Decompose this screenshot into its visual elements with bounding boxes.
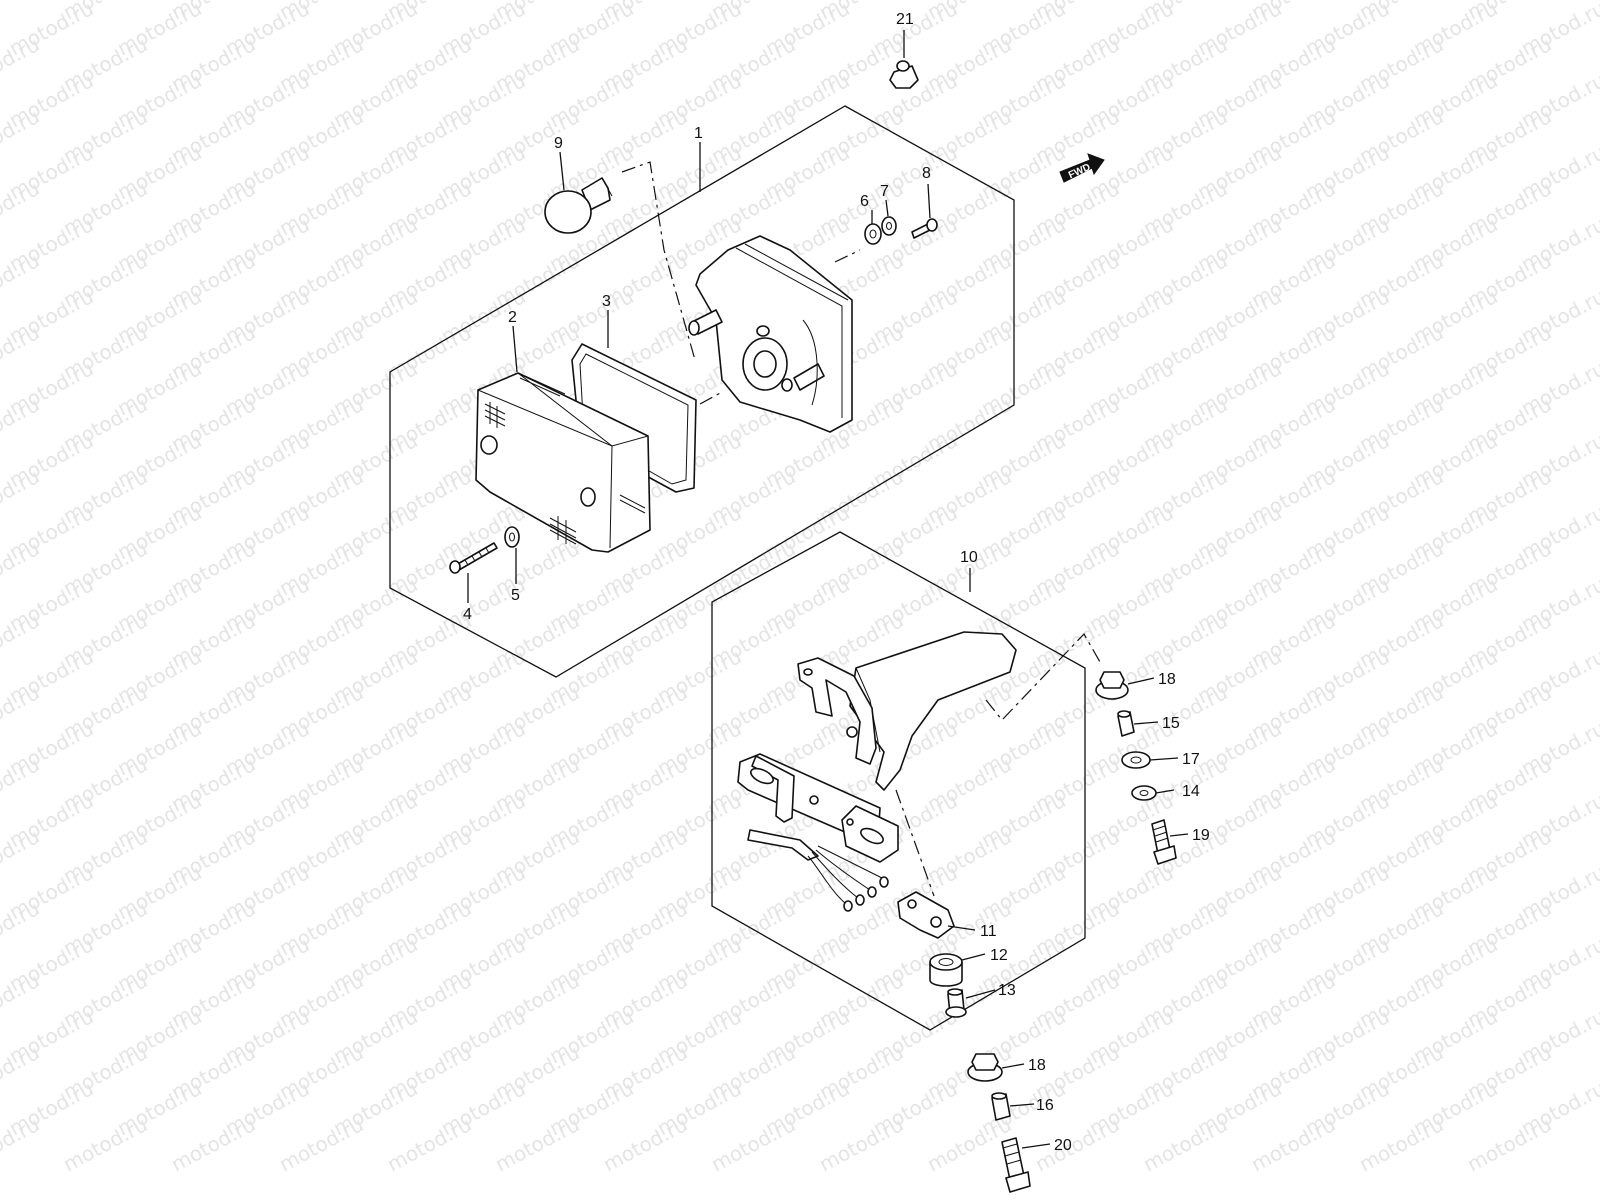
collar-part-13 [945, 988, 967, 1018]
watermark-text: motod.ru [815, 1112, 907, 1176]
license-bracket-part [737, 631, 1017, 912]
watermark-text: motod.ru [491, 1112, 583, 1176]
callout-17: 17 [1182, 751, 1200, 768]
watermark-text: motod.ru [167, 1112, 259, 1176]
watermark-text: motod.ru [1463, 1112, 1555, 1176]
callout-6: 6 [860, 193, 869, 210]
watermark-text: motod.ru [1355, 1112, 1447, 1176]
watermark-text: motod.ru [275, 1112, 367, 1176]
callout-16: 16 [1036, 1097, 1054, 1114]
bulb-part [544, 177, 613, 234]
flange-nut-part-18-upper [1095, 671, 1129, 700]
assembly-frame-taillight [389, 105, 1015, 678]
callout-18-lower: 18 [1028, 1057, 1046, 1074]
callout-5: 5 [511, 587, 520, 604]
watermark-text: motod.ru [383, 1112, 475, 1176]
callout-21: 21 [896, 11, 914, 28]
lens-gasket-part [571, 343, 697, 493]
callout-1: 1 [694, 125, 703, 142]
clamp-part-11 [897, 891, 955, 939]
callout-7: 7 [880, 183, 889, 200]
watermark-text: motod.ru [1139, 1112, 1231, 1176]
watermark-text: motod.ru [707, 1112, 799, 1176]
callout-15: 15 [1162, 715, 1180, 732]
cushion-part-12 [929, 953, 963, 987]
watermark-text: motod.ru [0, 0, 43, 24]
bolt-part-19 [1151, 819, 1177, 865]
callout-9: 9 [554, 135, 563, 152]
leader-lines [467, 30, 1189, 1149]
watermark-text: motod.ru [1247, 1112, 1339, 1176]
callout-labels: 1 2 3 4 5 6 7 8 9 10 11 12 13 14 15 16 1… [463, 11, 1210, 1154]
taillight-lens-part [475, 372, 651, 553]
screw-part-4 [449, 542, 498, 574]
callout-19: 19 [1192, 827, 1210, 844]
callout-13: 13 [998, 982, 1016, 999]
callout-10: 10 [960, 549, 978, 566]
washer-part-14 [1131, 785, 1157, 801]
washer-part-7 [881, 216, 897, 236]
spacer-part-15 [1117, 710, 1135, 737]
washer-part-5 [504, 526, 520, 548]
callout-3: 3 [602, 293, 611, 310]
bolt-part-20 [1001, 1137, 1031, 1193]
callout-11: 11 [980, 923, 997, 940]
washer-part-17 [1121, 751, 1151, 769]
watermark-text: motod.ru [599, 1112, 691, 1176]
bolt-part-8 [911, 218, 938, 239]
taillight-base-part [688, 235, 853, 433]
callout-18-upper: 18 [1158, 671, 1176, 688]
spacer-part-16 [991, 1092, 1011, 1121]
callout-20: 20 [1054, 1137, 1072, 1154]
nut-part-21 [889, 60, 919, 89]
flange-nut-part-18-lower [967, 1053, 1003, 1082]
callout-12: 12 [990, 947, 1008, 964]
assembly-frame-bracket [711, 531, 1086, 1031]
callout-2: 2 [508, 309, 517, 326]
fwd-label: FWD [1067, 162, 1092, 181]
watermark-text: motod.ru [59, 1112, 151, 1176]
callout-8: 8 [922, 165, 931, 182]
washer-part-6 [864, 223, 882, 245]
watermark-text: motod.ru [923, 1112, 1015, 1176]
callout-4: 4 [463, 606, 472, 623]
callout-14: 14 [1182, 783, 1200, 800]
